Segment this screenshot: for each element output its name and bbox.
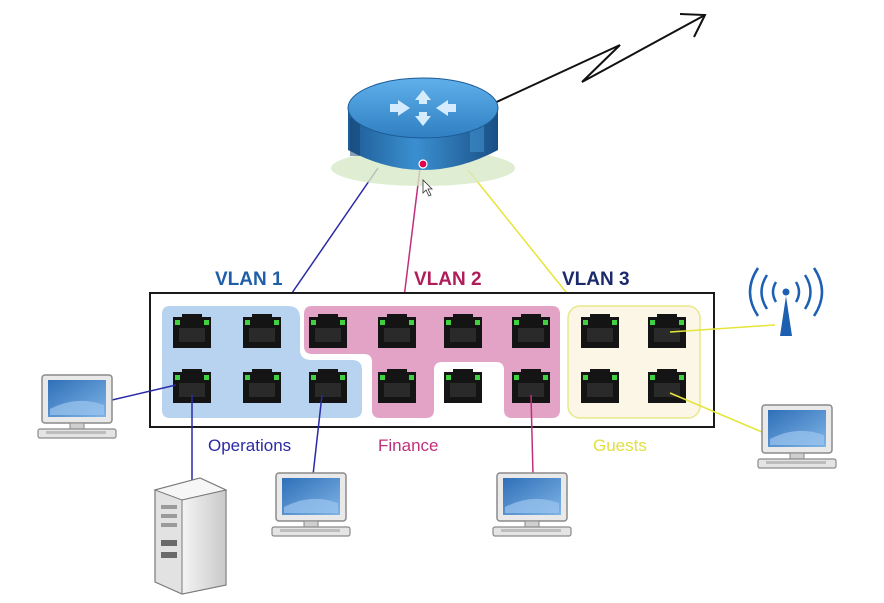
port-2 [243, 314, 281, 348]
cable-left-pc [111, 384, 177, 401]
port-15 [581, 369, 619, 403]
port-6 [512, 314, 550, 348]
port-4 [378, 314, 416, 348]
desktop-computer-icon [492, 472, 572, 537]
group-finance-label: Finance [378, 436, 438, 455]
group-guests-label: Guests [593, 436, 647, 455]
wan-link-icon [489, 13, 707, 106]
desktop-computer-icon [757, 404, 837, 469]
cable-ap [669, 324, 776, 333]
vlan2-zone [304, 306, 560, 418]
wireless-ap-icon [748, 267, 824, 336]
port-1 [173, 314, 211, 348]
router-icon [331, 77, 515, 186]
desktop-computer-icon [37, 374, 117, 439]
cable-finance-pc [530, 394, 534, 476]
port-13 [444, 369, 482, 403]
port-5 [444, 314, 482, 348]
cable-operations-pc [312, 394, 323, 476]
port-12 [378, 369, 416, 403]
desktop-computer-icon [271, 472, 351, 537]
vlan2-label: VLAN 2 [414, 269, 482, 290]
mouse-cursor-icon [422, 179, 433, 197]
vlan1-label: VLAN 1 [215, 269, 283, 290]
server-tower-icon [153, 477, 228, 595]
switch-icon [149, 292, 715, 428]
port-3 [309, 314, 347, 348]
group-operations-label: Operations [208, 436, 291, 455]
port-11 [309, 369, 347, 403]
vlan3-label: VLAN 3 [562, 269, 630, 290]
cable-guest-pc [669, 392, 763, 433]
port-10 [243, 369, 281, 403]
port-7 [581, 314, 619, 348]
